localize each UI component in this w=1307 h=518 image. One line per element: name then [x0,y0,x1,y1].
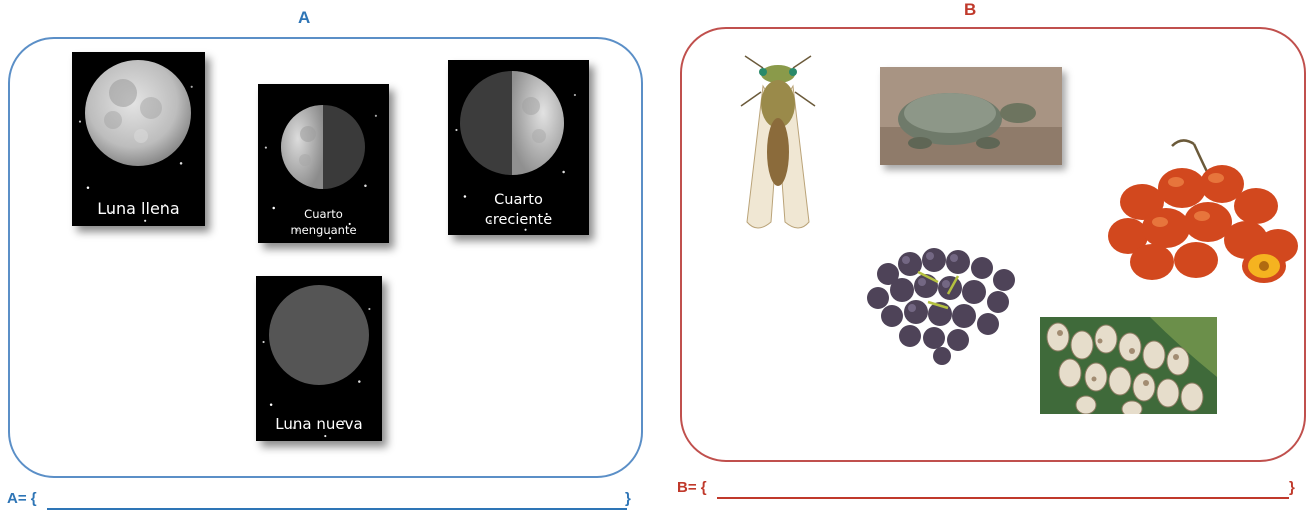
cicada-icon [737,52,819,237]
set-a-answer: A= { } [7,490,637,514]
waning-quarter-card: Cuarto menguante [258,84,389,243]
set-a-answer-close: } [625,490,631,507]
full-moon-card: Luna llena [72,52,205,226]
set-b-answer-close: } [1289,479,1295,496]
palm-fruit-icon [1104,136,1300,288]
set-b-answer-blank[interactable] [717,497,1289,499]
waning-quarter-caption: Cuarto menguante [258,206,389,238]
turtle-eggs-icon [1040,317,1217,414]
set-a-title: A [298,8,310,28]
new-moon-caption: Luna nueva [256,415,382,433]
full-moon-icon [83,58,193,168]
waxing-quarter-icon [459,70,565,176]
grapes-icon [858,232,1032,368]
set-b-answer-label: B= { [677,479,707,496]
new-moon-card: Luna nueva [256,276,382,441]
set-a-answer-label: A= { [7,490,37,507]
waxing-quarter-caption: Cuarto creciente [448,190,589,230]
set-b-answer: B= { } [677,479,1302,503]
new-moon-icon [268,284,370,386]
full-moon-caption: Luna llena [72,199,205,218]
set-b-title: B [964,0,976,20]
waxing-quarter-card: Cuarto creciente [448,60,589,235]
turtle-icon [880,67,1062,165]
waning-quarter-icon [280,104,366,190]
set-a-answer-blank[interactable] [47,508,627,510]
